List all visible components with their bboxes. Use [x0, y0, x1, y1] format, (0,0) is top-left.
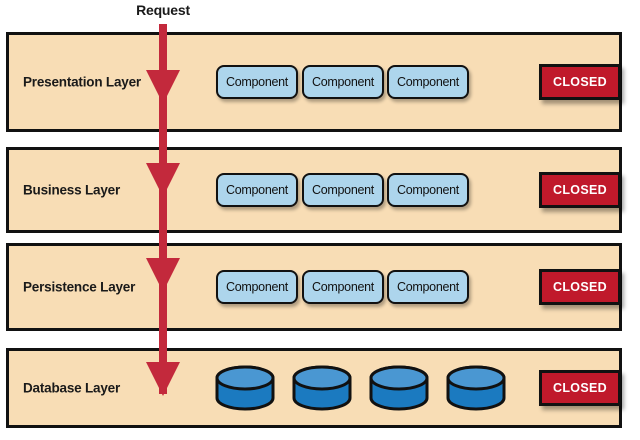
database-cylinder-icon: [369, 365, 429, 411]
component-box: Component: [387, 65, 469, 99]
component-box: Component: [387, 270, 469, 304]
database-cylinder-icon: [215, 365, 275, 411]
component-box: Component: [302, 173, 384, 207]
closed-badge: CLOSED: [539, 370, 621, 406]
closed-badge: CLOSED: [539, 172, 621, 208]
component-box: Component: [387, 173, 469, 207]
layer-label-presentation: Presentation Layer: [23, 74, 141, 90]
component-box: Component: [302, 270, 384, 304]
database-cylinder-icon: [292, 365, 352, 411]
component-box: Component: [302, 65, 384, 99]
component-box: Component: [216, 65, 298, 99]
layer-label-persistence: Persistence Layer: [23, 279, 136, 295]
closed-badge: CLOSED: [539, 269, 621, 305]
closed-badge: CLOSED: [539, 64, 621, 100]
layer-label-database: Database Layer: [23, 380, 121, 396]
request-label: Request: [136, 2, 190, 18]
component-box: Component: [216, 270, 298, 304]
component-box: Component: [216, 173, 298, 207]
layer-label-business: Business Layer: [23, 182, 120, 198]
layer-database: Database Layer CLOSED: [6, 348, 622, 428]
database-cylinder-icon: [446, 365, 506, 411]
